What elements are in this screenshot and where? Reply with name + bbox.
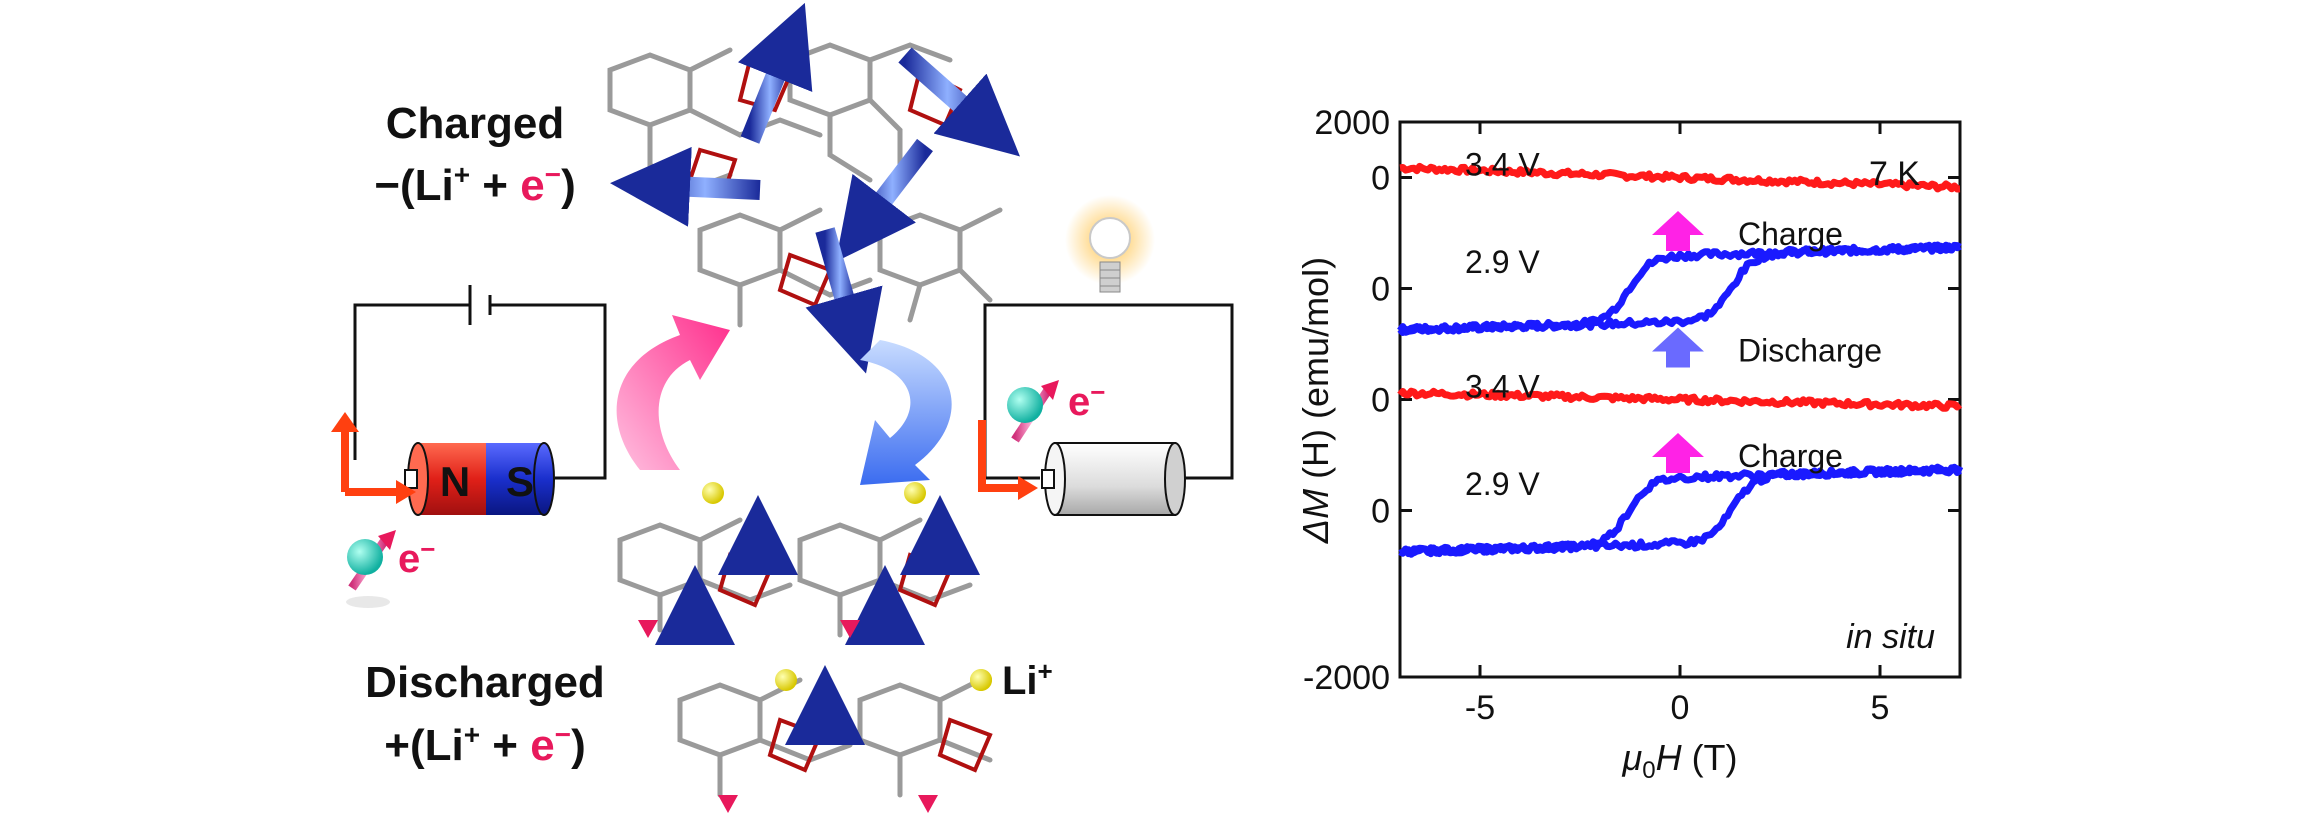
- series-label: 2.9 V: [1465, 466, 1540, 502]
- state-arrow-icon: [1652, 433, 1704, 473]
- series-line: [1399, 162, 1961, 193]
- y-tick-label: 0: [1371, 382, 1390, 420]
- li-ion-ball: [904, 482, 926, 504]
- series-layer: 3.4 V 2.9 V 3.4 V 2.9 V: [1397, 147, 1964, 558]
- axis-ticks: -5 0 5 2000 0 0 0 0 -2000: [1303, 104, 1960, 727]
- y-tick-label: 2000: [1314, 104, 1390, 142]
- spin-arrows-discharged: [638, 495, 980, 825]
- series-label: 3.4 V: [1465, 369, 1540, 405]
- condition-label: in situ: [1846, 618, 1935, 656]
- x-tick-label: 5: [1871, 689, 1890, 727]
- spin-arrows-charged: [610, 2, 1020, 374]
- schematic: N S e−: [331, 2, 1234, 825]
- series-label: 2.9 V: [1465, 244, 1540, 280]
- y-tick-label: 0: [1371, 160, 1390, 198]
- light-bulb: [1065, 195, 1155, 293]
- orange-corner-arrow-left: [341, 430, 400, 496]
- state-arrow-icon: [1652, 211, 1704, 251]
- charge-curved-arrow: [616, 315, 730, 470]
- discharge-curved-arrow: [860, 340, 952, 485]
- charged-label: Charged: [386, 99, 564, 148]
- y-tick-label: 0: [1371, 271, 1390, 309]
- series-line: [1397, 387, 1963, 412]
- molecular-framework-top: [607, 42, 1003, 328]
- electron-left: e−: [346, 530, 435, 608]
- y-tick-label: 0: [1371, 493, 1390, 531]
- series-1: 3.4 V: [1399, 147, 1961, 193]
- electron-left-label: e−: [398, 534, 435, 581]
- discharge-circuit: [983, 303, 1234, 480]
- electron-right-label: e−: [1068, 377, 1105, 424]
- state-label: Charge: [1738, 438, 1843, 474]
- charging-circuit: [353, 285, 607, 480]
- series-2: 2.9 V: [1397, 241, 1962, 336]
- magnet-north-label: N: [440, 458, 470, 505]
- series-3: 3.4 V: [1397, 369, 1963, 412]
- discharged-formula: +(Li+ + e−): [384, 719, 585, 770]
- y-axis-label: ΔM (H) (emu/mol): [1295, 257, 1336, 544]
- li-ion-ball: [775, 669, 797, 691]
- orange-arrowhead-right: [396, 480, 416, 504]
- electron-right: e−: [1007, 377, 1105, 443]
- state-arrow-icon: [1652, 327, 1704, 368]
- magnet-battery: N S: [404, 442, 555, 516]
- series-label: 3.4 V: [1465, 147, 1540, 183]
- state-label: Discharge: [1738, 333, 1882, 369]
- orange-arrowhead-up: [331, 412, 359, 432]
- orange-arrowhead-right2: [1018, 476, 1038, 500]
- x-tick-label: -5: [1465, 689, 1495, 727]
- x-axis-label: μ0H (T): [1621, 737, 1737, 784]
- series-line: [1398, 463, 1963, 558]
- li-ion-ball: [702, 482, 724, 504]
- temperature-label: 7 K: [1869, 155, 1920, 193]
- x-tick-label: 0: [1671, 689, 1690, 727]
- y-tick-label: -2000: [1303, 659, 1390, 697]
- discharged-label: Discharged: [365, 658, 605, 707]
- charged-formula: −(Li+ + e−): [374, 159, 575, 210]
- li-ion-legend-label: Li+: [1002, 656, 1053, 703]
- series-line: [1397, 241, 1962, 336]
- orange-corner-arrow-right: [978, 420, 1022, 492]
- gray-battery: [1041, 442, 1186, 516]
- magnetization-chart: -5 0 5 2000 0 0 0 0 -2000 3.4 V 2.9 V 3.4 V 2.9 V C…: [1295, 104, 1964, 784]
- magnet-south-label: S: [506, 458, 534, 505]
- series-4: 2.9 V: [1398, 463, 1964, 558]
- li-ion-legend-ball: [970, 669, 992, 691]
- state-label: Charge: [1738, 216, 1843, 252]
